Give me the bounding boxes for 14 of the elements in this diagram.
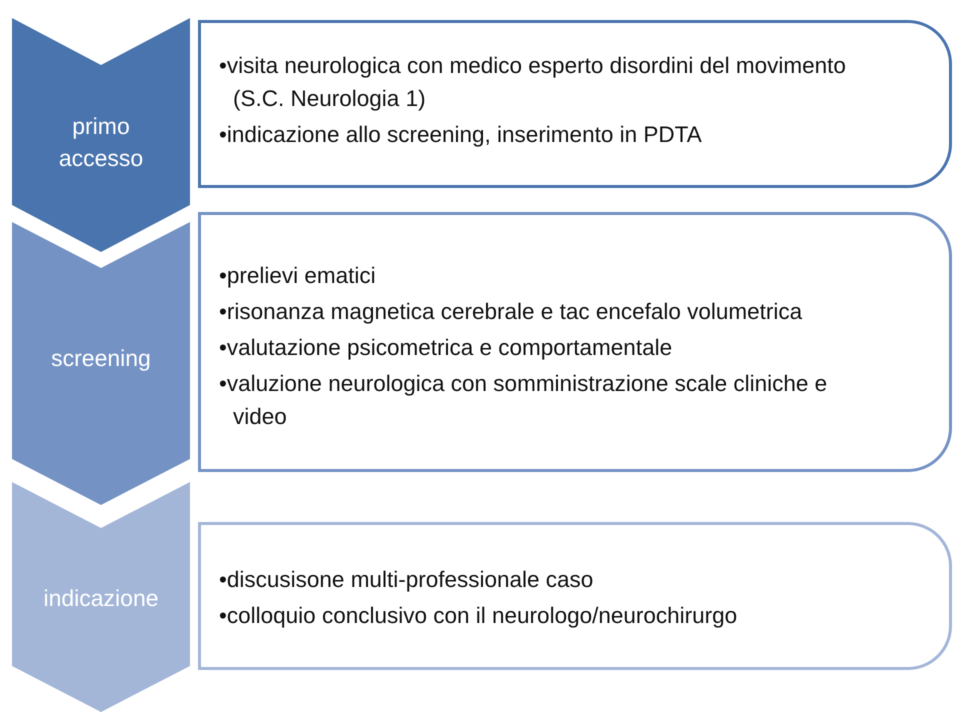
bullet-text: •visita neurologica con medico esperto disordini del movimento (S.C. Neurologia 1) bbox=[219, 52, 847, 113]
bullet-text: •risonanza magnetica cerebrale e tac encefalo volumetrica bbox=[219, 298, 804, 326]
content-box bbox=[198, 20, 952, 188]
stage-label: indicazione bbox=[42, 584, 160, 613]
bullet-text: •valutazione psicometrica e comportamentale bbox=[219, 334, 674, 362]
bullet-text: •indicazione allo screening, inserimento in PDTA bbox=[219, 121, 703, 149]
stage-label: primo accesso bbox=[58, 112, 144, 174]
bullet-text: •discusisone multi-professionale caso bbox=[219, 566, 594, 594]
stage-label: screening bbox=[50, 344, 152, 373]
bullet-text: •valuzione neurologica con somministrazione scale cliniche e video bbox=[219, 370, 828, 431]
content-box bbox=[198, 212, 952, 472]
bullet-text: •colloquio conclusivo con il neurologo/neurochirurgo bbox=[219, 602, 738, 630]
bullet-text: •prelievi ematici bbox=[219, 262, 377, 290]
content-box bbox=[198, 522, 952, 670]
